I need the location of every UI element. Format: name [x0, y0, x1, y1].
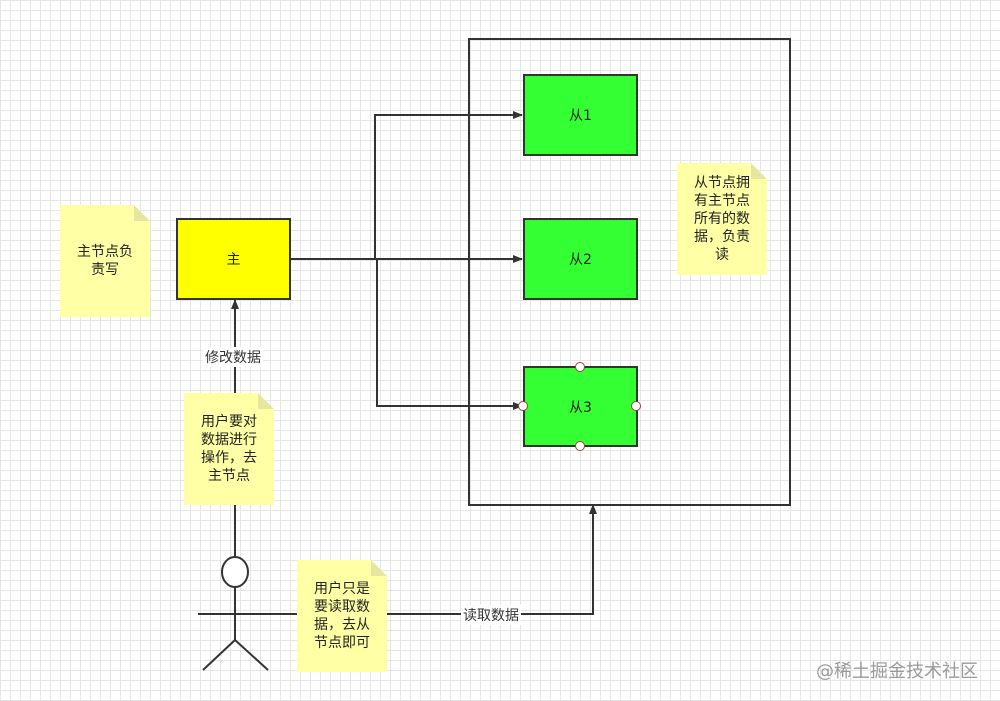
note-slave-read[interactable]: 从节点拥 有主节点 所有的数 据，负责 读: [677, 163, 767, 275]
slave-container[interactable]: [468, 38, 791, 506]
slave-node-3-label: 从3: [569, 399, 592, 416]
edge-label-modify: 修改数据: [203, 347, 263, 367]
watermark: @稀土掘金技术社区: [816, 661, 978, 682]
slave-node-1[interactable]: 从1: [523, 74, 638, 156]
handle-top[interactable]: [575, 362, 585, 372]
handle-right[interactable]: [631, 401, 641, 411]
slave-node-1-label: 从1: [569, 108, 592, 124]
note-slave-read-text: 从节点拥 有主节点 所有的数 据，负责 读: [694, 175, 750, 263]
edge-master-to-slave3: [290, 258, 523, 410]
note-user-slave-text: 用户只是 要读取数 据，去从 节点即可: [314, 581, 370, 651]
note-master-write-text: 主节点负 责写: [77, 244, 133, 278]
note-master-write[interactable]: 主节点负 责写: [60, 205, 150, 317]
note-user-master[interactable]: 用户要对 数据进行 操作，去 主节点: [184, 393, 274, 505]
note-user-slave[interactable]: 用户只是 要读取数 据，去从 节点即可: [297, 560, 387, 672]
master-node[interactable]: 主: [176, 218, 291, 300]
note-user-master-text: 用户要对 数据进行 操作，去 主节点: [201, 414, 257, 484]
handle-bottom[interactable]: [575, 441, 585, 451]
slave-node-2-label: 从2: [569, 252, 592, 268]
master-node-label: 主: [226, 252, 241, 268]
handle-left[interactable]: [518, 401, 528, 411]
user-actor-icon: [198, 556, 272, 671]
edge-label-read: 读取数据: [461, 605, 521, 625]
slave-node-2[interactable]: 从2: [523, 218, 638, 300]
